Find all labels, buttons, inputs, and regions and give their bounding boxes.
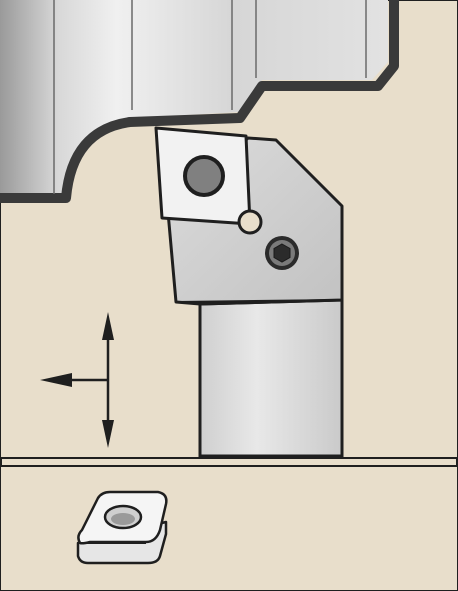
clamp-notch (237, 209, 263, 235)
bottom-panel (0, 465, 458, 591)
insert-hole-icon (183, 155, 225, 197)
main-panel (0, 0, 458, 459)
bottom-panel-border (0, 465, 458, 591)
workpiece-outline (0, 0, 399, 203)
toolholder-shank (198, 298, 344, 458)
head-edge-line (175, 299, 343, 303)
workpiece-edges (53, 0, 367, 194)
feed-direction-arrows-icon (40, 312, 114, 448)
hex-socket-screw-icon (265, 236, 299, 270)
square-insert-icon (76, 490, 168, 565)
workpiece-body (0, 0, 388, 196)
